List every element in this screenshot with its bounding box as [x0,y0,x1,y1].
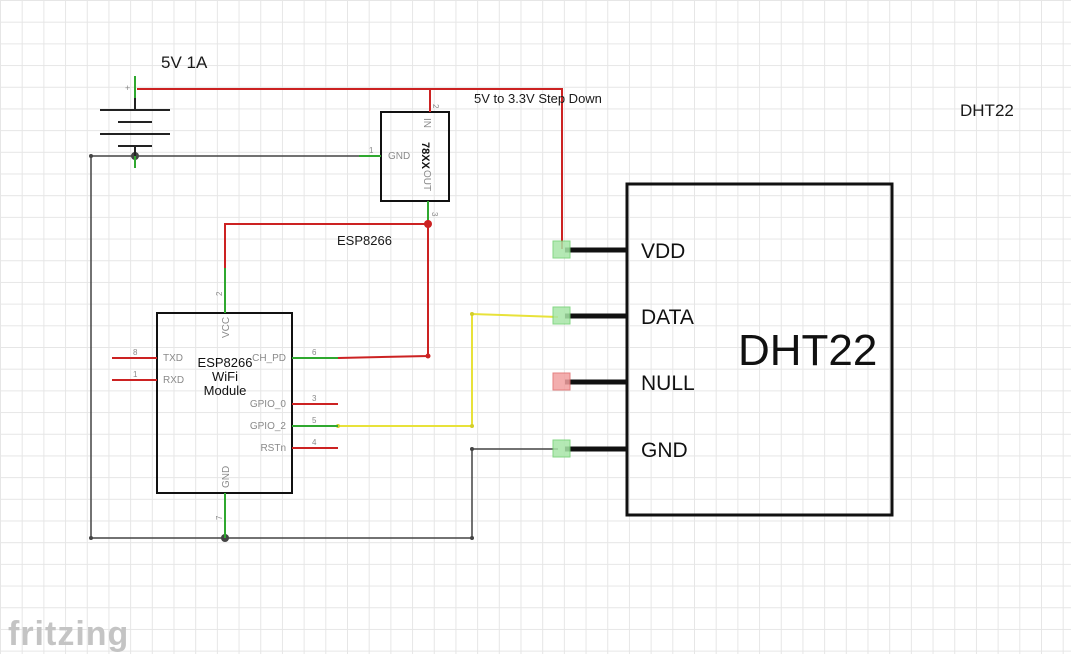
wire-end-gnd-left [89,536,93,540]
dht-title: DHT22 [738,326,877,375]
wire-end-data-2 [470,312,474,316]
esp-pin-chpd-label: CH_PD [252,353,286,364]
junction-3v3 [424,220,432,228]
regulator-pin2-num: 2 [431,104,440,109]
dht-pin-gnd-terminal[interactable] [552,439,571,458]
step-down-label: 5V to 3.3V Step Down [474,91,602,106]
fritzing-logo: fritzing [8,615,129,653]
junction-ch-pd [425,353,431,359]
esp-pin-rxd-num: 1 [133,370,138,379]
dht-pin-data-label: DATA [641,306,694,329]
esp-pin-rstn-num: 4 [312,438,317,447]
esp-title-line3: Module [204,383,247,398]
esp-pin-chpd-num: 6 [312,348,317,357]
regulator-pin3-num: 3 [430,212,439,217]
battery-plus-sign: + [125,83,130,93]
dht-pin-null-terminal[interactable] [552,372,571,391]
esp-title-line2: WiFi [212,369,238,384]
esp-pin-gpio2-num: 5 [312,416,317,425]
esp8266-module[interactable] [112,268,338,538]
wire-end-gnd-dht [470,447,474,451]
wire-end-data-1 [470,424,474,428]
regulator-pin-gnd: GND [388,151,410,162]
esp-pin-gpio0-num: 3 [312,394,317,403]
esp-pin-txd-label: TXD [163,353,183,364]
esp-pin-rxd-label: RXD [163,375,184,386]
esp-pin-gpio2-label: GPIO_2 [250,421,287,432]
dht-pin-vdd-terminal[interactable] [552,240,571,259]
esp-net-label: ESP8266 [337,233,392,248]
battery-symbol[interactable] [100,76,170,168]
dht-pin-gnd-label: GND [641,439,688,462]
wire-3v3-rail[interactable] [224,218,429,359]
esp-pin-gnd-num: 7 [215,515,224,520]
esp-title-line1: ESP8266 [198,355,253,370]
wire-ground[interactable] [90,155,558,539]
esp-pin-vcc-num: 2 [215,291,224,296]
regulator-78xx[interactable] [359,92,450,220]
dht-pin-null-label: NULL [641,372,695,395]
wire-data-signal[interactable] [338,312,559,427]
esp-pin-gpio0-label: GPIO_0 [250,399,287,410]
dht-pin-vdd-label: VDD [641,240,685,263]
dht-top-label: DHT22 [960,101,1014,120]
esp-pin-vcc-label: VCC [221,317,232,338]
regulator-part-label: 78XX [419,142,431,170]
regulator-pin-in: IN [421,118,432,128]
regulator-pin1-num: 1 [369,146,374,155]
esp-pin-txd-num: 8 [133,348,138,357]
regulator-pin-out: OUT [421,170,432,191]
dht22-sensor[interactable] [565,182,894,517]
esp-pin-rstn-label: RSTn [260,443,286,454]
wire-end-gnd-corner [89,154,93,158]
wire-end-gnd-right [470,536,474,540]
power-label: 5V 1A [161,53,208,72]
esp-pin-gnd-label: GND [221,466,232,488]
dht-pin-data-terminal[interactable] [552,306,571,325]
